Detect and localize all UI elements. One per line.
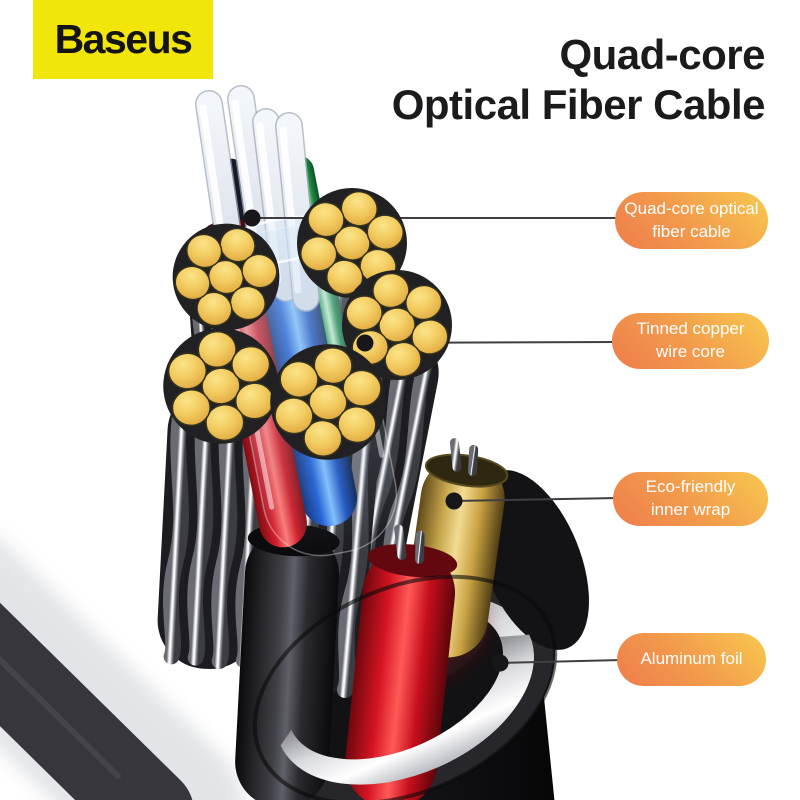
baseus-logo-text: Baseus: [54, 16, 193, 62]
title-line-1: Quad-core: [559, 31, 765, 78]
callout-dot-1: [243, 209, 261, 227]
callout-label-line: wire core: [656, 342, 725, 361]
callout-line-4: [499, 659, 623, 664]
callout-pill-eco-friendly-inner-wrap: Eco-friendly inner wrap: [613, 472, 768, 526]
callout-dot-4: [491, 654, 509, 672]
aluminum-foil-ring: [252, 574, 558, 800]
callout-dot-3: [445, 492, 463, 510]
title-line-2: Optical Fiber Cable: [391, 80, 766, 128]
callout-pill-aluminum-foil: Aluminum foil: [617, 633, 766, 686]
callout-pill-tinned-copper-wire-core: Tinned copper wire core: [612, 313, 769, 369]
cable-tail: [0, 540, 244, 800]
baseus-logo: Baseus: [33, 0, 213, 79]
callout-label-line: inner wrap: [650, 500, 731, 519]
callout-label-line: Aluminum foil: [640, 649, 743, 669]
callout-label-line: Quad-core optical: [624, 198, 759, 218]
callout-dot-2: [356, 334, 374, 352]
page-title: Quad-core Optical Fiber Cable: [391, 30, 766, 129]
jacket-far-wall: [475, 470, 589, 650]
callout-label-line: fiber cable: [652, 221, 731, 241]
callout-dots: [243, 209, 509, 672]
callout-label-line: Tinned copper: [636, 319, 745, 339]
callout-pill-quad-core-optical-fiber-cable: Quad-core optical fiber cable: [615, 192, 768, 249]
callout-line-3: [453, 497, 619, 502]
callout-label-line: Eco-friendly: [645, 477, 736, 497]
